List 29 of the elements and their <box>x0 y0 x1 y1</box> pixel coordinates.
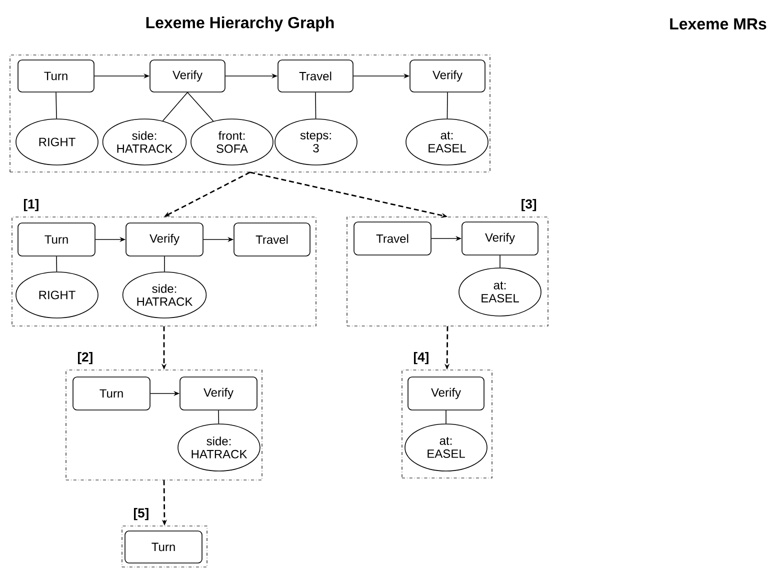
connector-line <box>56 92 57 119</box>
lexeme-box: Verify <box>462 222 538 256</box>
node-label: [2] <box>78 352 92 364</box>
lexeme-box: Verify <box>126 222 204 256</box>
connector-line <box>218 410 220 424</box>
heading: Lexeme MRs <box>670 18 766 30</box>
lexeme-box: Travel <box>234 222 310 256</box>
lexeme-box: Verify <box>408 376 484 410</box>
connector-line <box>56 256 58 272</box>
lexeme-box: Travel <box>354 222 432 256</box>
lexeme-box: Turn <box>124 530 202 564</box>
connector-line <box>162 92 188 122</box>
title: Lexeme Hierarchy Graph <box>146 16 334 32</box>
connector-line <box>315 92 316 119</box>
node-label: [5] <box>134 508 148 520</box>
node-label: [3] <box>522 199 536 212</box>
lexeme-box: Turn <box>18 222 96 256</box>
group-frame <box>10 54 490 172</box>
connector-line <box>164 256 165 272</box>
node-label: [4] <box>414 352 428 364</box>
node-label: [1] <box>24 199 38 212</box>
lexeme-box: Verify <box>180 376 258 410</box>
lexeme-box: Verify <box>150 60 226 92</box>
lexeme-box: Verify <box>410 60 486 92</box>
connector-line <box>187 92 214 122</box>
lexeme-box: Turn <box>72 376 150 410</box>
lexeme-box: Travel <box>278 60 354 92</box>
connector-line <box>446 92 448 119</box>
lexeme-box: Turn <box>18 60 94 92</box>
